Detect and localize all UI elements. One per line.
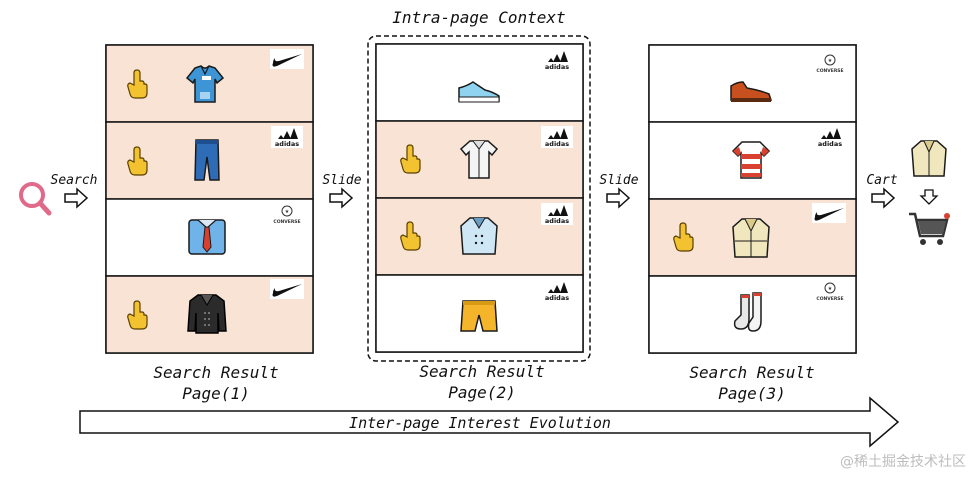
shoe-icon bbox=[730, 81, 773, 102]
cart-item-coat-icon bbox=[911, 140, 947, 177]
jeans-icon bbox=[194, 139, 220, 181]
intra-page-context-title: Intra-page Context bbox=[392, 8, 565, 27]
blue-coat-icon bbox=[460, 217, 498, 255]
search-icon bbox=[19, 182, 52, 216]
search-result-page-1 bbox=[105, 44, 314, 354]
shirt-tie-icon bbox=[188, 219, 226, 255]
converse-logo-icon bbox=[811, 279, 849, 305]
adidas-logo-icon bbox=[271, 126, 303, 148]
arrow-right-icon bbox=[606, 188, 630, 208]
cart-label: Cart bbox=[866, 173, 897, 188]
shorts-icon bbox=[460, 300, 498, 332]
arrow-right-icon bbox=[871, 188, 895, 208]
adidas-logo-icon bbox=[541, 280, 573, 302]
leather-jacket-icon bbox=[187, 294, 227, 334]
socks-icon bbox=[733, 292, 762, 332]
page3-caption-line2: Page(3) bbox=[718, 384, 785, 403]
search-result-page-2 bbox=[375, 43, 584, 353]
nike-logo-icon bbox=[270, 49, 304, 69]
arrow-right-icon bbox=[329, 188, 353, 208]
adidas-logo-icon bbox=[814, 126, 846, 148]
search-label: Search bbox=[51, 173, 98, 188]
adidas-logo-icon bbox=[541, 203, 573, 225]
arrow-down-icon bbox=[919, 189, 939, 205]
page2-caption-line1: Search Result bbox=[419, 362, 544, 381]
tshirt-icon bbox=[185, 65, 225, 103]
shopping-cart-icon bbox=[909, 212, 950, 245]
page2-caption-line2: Page(2) bbox=[448, 383, 515, 402]
sneaker-icon bbox=[458, 81, 500, 103]
nike-logo-icon bbox=[270, 279, 304, 299]
adidas-logo-icon bbox=[541, 49, 573, 71]
converse-logo-icon bbox=[268, 202, 306, 228]
page3-caption-line1: Search Result bbox=[689, 363, 814, 382]
intra-page-context-box bbox=[367, 35, 591, 362]
interest-evolution-arrow bbox=[79, 396, 900, 448]
striped-shirt-icon bbox=[731, 141, 771, 179]
evolution-label: Inter-page Interest Evolution bbox=[349, 414, 611, 432]
search-result-page-3 bbox=[648, 44, 857, 354]
converse-logo-icon bbox=[811, 51, 849, 77]
adidas-logo-icon bbox=[541, 126, 573, 148]
page1-caption-line2: Page(1) bbox=[182, 384, 249, 403]
page1-caption-line1: Search Result bbox=[153, 363, 278, 382]
slide-label-1: Slide bbox=[322, 173, 361, 188]
trench-coat-icon bbox=[732, 218, 770, 258]
arrow-right-icon bbox=[64, 188, 88, 208]
slide-label-2: Slide bbox=[599, 173, 638, 188]
white-shirt-icon bbox=[459, 140, 499, 179]
nike-logo-icon bbox=[812, 203, 846, 223]
watermark-text: @稀土掘金技术社区 bbox=[840, 454, 966, 470]
